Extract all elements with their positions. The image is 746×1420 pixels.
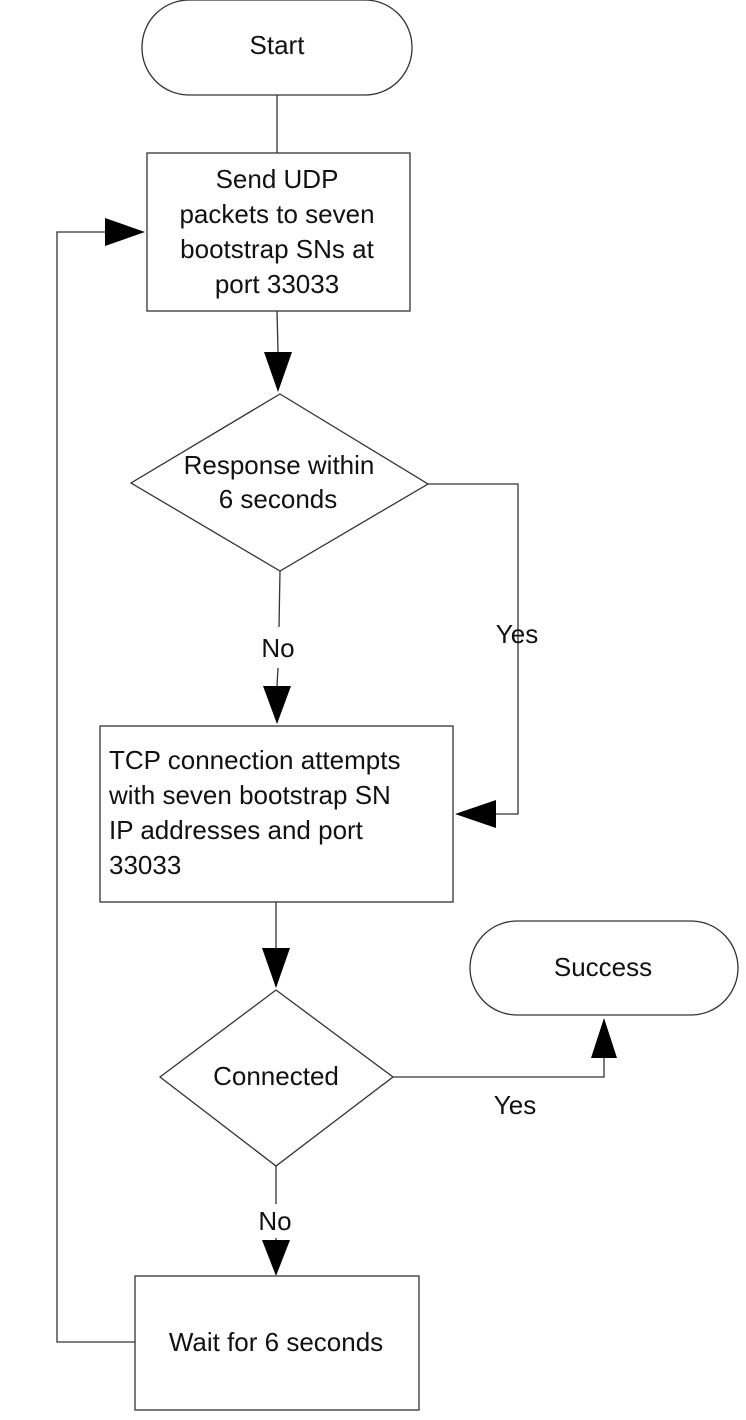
node-start: Start [141, 0, 413, 96]
connectors [56, 95, 605, 1343]
send-udp-label-line-1: Send UDP [216, 164, 339, 194]
edge-connected-yes-line [393, 1058, 605, 1078]
edge-wait-loop-line [56, 231, 135, 1343]
edge-response-no-line [278, 570, 281, 628]
start-terminator-shape [141, 0, 413, 96]
edge-label-connected-yes: Yes [494, 1090, 536, 1120]
response-decision-shape [129, 393, 430, 572]
start-label: Start [250, 30, 306, 60]
edge-response-no-line-lower [276, 667, 279, 687]
arrowhead-connected-no-to-wait [262, 1240, 290, 1276]
node-wait: Wait for 6 seconds [134, 1275, 420, 1411]
node-connected-check: Connected [158, 989, 395, 1167]
edge-label-response-no: No [261, 633, 294, 663]
node-tcp-attempts: TCP connection attempts with seven boots… [99, 725, 454, 903]
response-label-line-2: 6 seconds [219, 484, 338, 514]
edge-label-response-yes: Yes [496, 619, 538, 649]
success-terminator-shape [469, 920, 739, 1016]
arrowhead-tcp-to-connected [262, 948, 290, 988]
arrowhead-to-response [264, 352, 292, 392]
node-response-check: Response within 6 seconds [129, 393, 430, 572]
edge-send-udp-to-response [276, 310, 279, 353]
arrowhead-response-no-to-tcp [263, 686, 291, 724]
arrowhead-connected-yes-to-success [591, 1018, 617, 1058]
tcp-label-line-4: 33033 [109, 850, 181, 880]
edge-response-yes-line [428, 483, 519, 815]
send-udp-label-line-4: port 33033 [215, 269, 339, 299]
edge-labels: No Yes Yes No [258, 619, 538, 1236]
wait-process-shape [134, 1275, 420, 1411]
wait-label: Wait for 6 seconds [169, 1327, 383, 1357]
tcp-process-shape [99, 725, 454, 903]
edge-label-connected-no: No [258, 1206, 291, 1236]
arrowhead-loop-to-send-udp [105, 218, 145, 246]
send-udp-process-shape [146, 152, 411, 312]
success-label: Success [554, 952, 652, 982]
arrowheads [105, 218, 617, 1276]
node-success: Success [469, 920, 739, 1016]
send-udp-label-line-3: bootstrap SNs at [180, 234, 374, 264]
tcp-label-line-1: TCP connection attempts [109, 745, 400, 775]
tcp-label-line-2: with seven bootstrap SN [108, 780, 391, 810]
connected-decision-shape [158, 989, 395, 1167]
send-udp-label-line-2: packets to seven [179, 199, 374, 229]
connected-label: Connected [213, 1061, 339, 1091]
response-label-line-1: Response within [184, 450, 375, 480]
arrowhead-response-yes-to-tcp [455, 800, 496, 828]
node-send-udp: Send UDP packets to seven bootstrap SNs … [146, 152, 411, 312]
tcp-label-line-3: IP addresses and port [109, 815, 364, 845]
